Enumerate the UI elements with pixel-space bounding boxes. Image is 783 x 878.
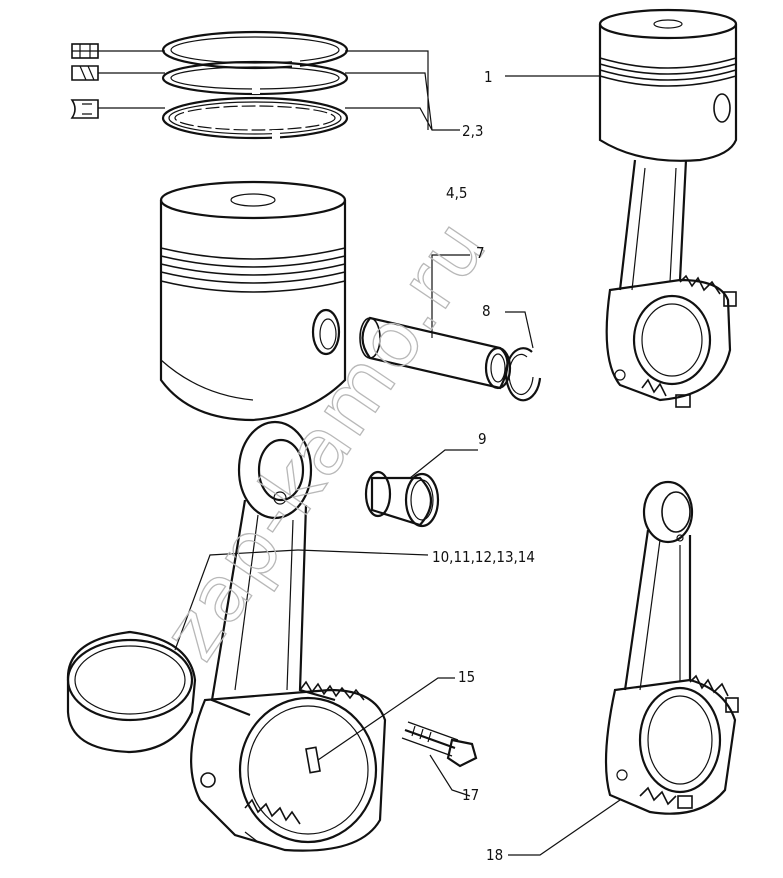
piston-rings	[118, 30, 460, 140]
circlip	[505, 311, 542, 402]
callout-9: 9	[478, 430, 487, 448]
piston-rod-assembly	[505, 8, 738, 408]
callout-2-3: 2,3	[462, 122, 483, 140]
connecting-rod-main	[174, 420, 429, 852]
callout-17: 17	[462, 786, 479, 804]
piston	[159, 180, 347, 422]
dowel-pin	[305, 677, 455, 774]
ring-profiles	[70, 43, 118, 119]
ring-profile-middle	[71, 65, 118, 81]
callout-1: 1	[484, 68, 493, 86]
callout-7: 7	[476, 244, 485, 262]
watermark-text: zap-kamo.ru	[146, 204, 505, 676]
compression-ring-2	[161, 60, 349, 96]
oil-control-ring	[161, 96, 349, 140]
rod-assembly	[508, 480, 739, 856]
callout-4-5: 4,5	[446, 184, 467, 202]
callout-10-14: 10,11,12,13,14	[432, 548, 535, 566]
bearing-shell	[66, 630, 197, 754]
callout-8: 8	[482, 302, 491, 320]
callout-18: 18	[486, 846, 503, 864]
small-end-bushing	[364, 449, 478, 528]
callout-15: 15	[458, 668, 475, 686]
ring-profile-oil	[70, 99, 118, 119]
ring-profile-top	[71, 43, 118, 59]
conrod-bolt	[401, 721, 478, 797]
